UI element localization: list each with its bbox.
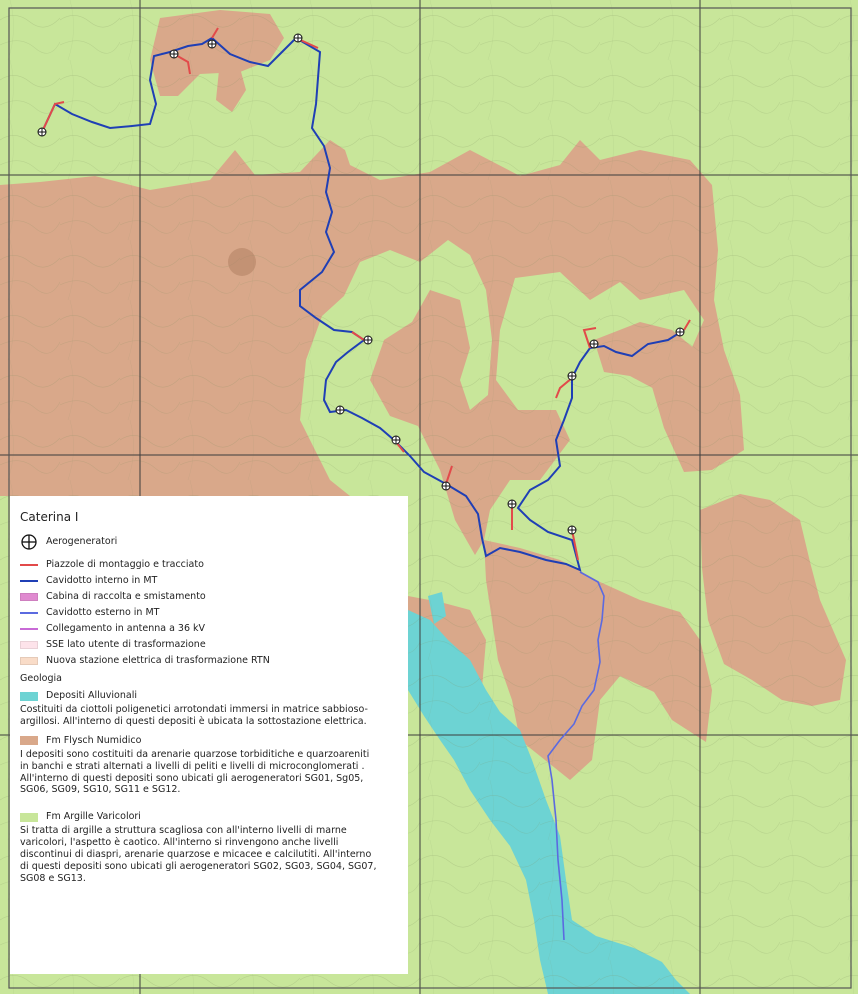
legend-item: SSE lato utente di trasformazione [20,637,398,653]
turbine-icon [363,335,373,345]
legend-fill-swatch [20,641,38,649]
geology-swatch [20,691,38,701]
geology-entry-header: Fm Argille Varicolori [20,810,398,824]
turbine-icon [37,127,47,137]
turbine-icon [391,435,401,445]
turbine-icon [589,339,599,349]
turbine-icon [293,33,303,43]
geology-entry-header: Fm Flysch Numidico [20,734,398,748]
geologia-heading: Geologia [20,673,62,684]
geology-name: Fm Argille Varicolori [46,811,141,823]
legend-item: Cavidotto interno in MT [20,573,398,589]
legend-item: Nuova stazione elettrica di trasformazio… [20,653,398,669]
legend-line-swatch [20,580,38,582]
geology-description: Si tratta di argille a struttura scaglio… [20,825,377,884]
turbine-icon [335,405,345,415]
turbine-icon [21,534,37,550]
legend-item: Cabina di raccolta e smistamento [20,589,398,605]
map-legend: Caterina I Aerogeneratori Piazzole di mo… [10,496,408,974]
legend-line-swatch [20,612,38,614]
geology-name: Fm Flysch Numidico [46,734,142,746]
geology-entry-header: Depositi Alluvionali [20,689,398,703]
legend-item-label: SSE lato utente di trasformazione [46,639,206,651]
legend-item-label: Piazzole di montaggio e tracciato [46,559,204,571]
legend-fill-swatch [20,593,38,601]
legend-line-swatch [20,564,38,566]
geology-name: Depositi Alluvionali [46,690,137,702]
legend-item: Cavidotto esterno in MT [20,605,398,621]
turbine-icon [567,371,577,381]
legend-title: Caterina I [20,510,79,524]
geology-swatch [20,736,38,746]
legend-fill-swatch [20,657,38,665]
legend-turbine-label: Aerogeneratori [46,536,118,548]
legend-item-label: Nuova stazione elettrica di trasformazio… [46,655,270,667]
turbine-icon [207,39,217,49]
turbine-icon [567,525,577,535]
piazzole-segments [41,27,691,561]
legend-item: Piazzole di montaggio e tracciato [20,557,398,573]
cavidotto-interno-route [41,36,685,572]
legend-item-label: Collegamento in antenna a 36 kV [46,623,206,635]
legend-turbine-row: Aerogeneratori [20,531,398,553]
legend-item: Collegamento in antenna a 36 kV [20,621,398,637]
turbine-markers [37,33,685,535]
legend-item-label: Cavidotto interno in MT [46,575,158,587]
legend-item-label: Cavidotto esterno in MT [46,607,160,619]
turbine-icon [507,499,517,509]
turbine-icon [441,481,451,491]
geology-entry: Fm Argille Varicolori Si tratta di argill… [20,810,398,884]
geology-description: Costituiti da ciottoli poligenetici arro… [20,704,368,727]
geology-entry: Fm Flysch Numidico I depositi sono costit… [20,734,398,797]
geology-description: I depositi sono costituiti da arenarie q… [20,748,370,796]
legend-line-swatch [20,628,38,630]
cavidotto-esterno-route [547,571,605,941]
town-settlement [228,248,256,276]
geology-swatch [20,812,38,822]
turbine-icon [675,327,685,337]
legend-item-label: Cabina di raccolta e smistamento [46,591,206,603]
turbine-icon [169,49,179,59]
